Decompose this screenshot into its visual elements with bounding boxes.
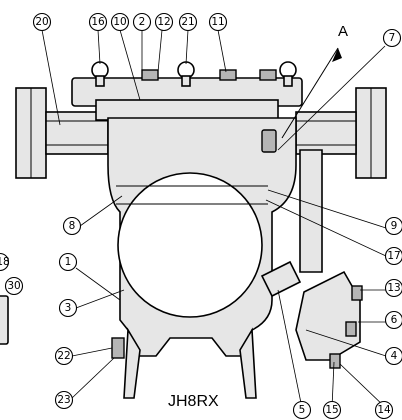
- model-label: JH8RX: [168, 393, 219, 410]
- svg-text:20: 20: [35, 16, 48, 28]
- callout-18: 18: [0, 252, 10, 272]
- direction-arrow: A: [281, 23, 348, 139]
- callout-8: 8: [62, 216, 82, 236]
- svg-text:14: 14: [377, 404, 391, 416]
- callout-4: 4: [384, 346, 402, 366]
- callout-14: 14: [374, 400, 394, 420]
- body: [107, 117, 302, 399]
- eye-bolt: [177, 61, 195, 87]
- arrow-label: A: [338, 23, 348, 40]
- svg-text:4: 4: [391, 350, 398, 362]
- callout-3: 3: [58, 298, 78, 318]
- cover: [71, 61, 303, 121]
- callout-6: 6: [384, 310, 402, 330]
- callout-9: 9: [384, 216, 402, 236]
- svg-text:11: 11: [211, 16, 224, 28]
- svg-text:2: 2: [139, 16, 146, 28]
- float: [117, 172, 263, 318]
- svg-text:6: 6: [391, 314, 398, 326]
- callout-21: 21: [178, 12, 198, 32]
- svg-text:22: 22: [57, 350, 70, 362]
- svg-text:21: 21: [181, 16, 194, 28]
- svg-text:5: 5: [299, 404, 306, 416]
- callout-23: 23: [54, 390, 74, 410]
- svg-text:10: 10: [113, 16, 126, 28]
- callout-7: 7: [382, 28, 402, 48]
- callout-10: 10: [110, 12, 130, 32]
- svg-text:23: 23: [57, 394, 70, 406]
- callout-11: 11: [208, 12, 228, 32]
- lower-cover: [295, 270, 363, 369]
- callout-5: 5: [292, 400, 312, 420]
- callout-2: 2: [132, 12, 152, 32]
- callout-13: 13: [384, 278, 402, 298]
- svg-text:8: 8: [69, 220, 76, 232]
- callout-20: 20: [32, 12, 52, 32]
- svg-text:1: 1: [65, 256, 72, 268]
- leader-lines: [41, 29, 387, 409]
- svg-text:16: 16: [91, 16, 105, 28]
- svg-text:13: 13: [387, 282, 400, 294]
- callout-12: 12: [154, 12, 174, 32]
- svg-text:7: 7: [389, 32, 396, 44]
- callout-15: 15: [322, 400, 342, 420]
- svg-text:17: 17: [387, 250, 400, 262]
- eye-bolt: [279, 61, 297, 87]
- svg-text:15: 15: [325, 404, 338, 416]
- svg-text:30: 30: [7, 280, 20, 292]
- svg-text:18: 18: [0, 256, 10, 268]
- adjacent-fitting: [0, 295, 9, 345]
- svg-text:12: 12: [157, 16, 170, 28]
- callout-17: 17: [384, 246, 402, 266]
- callout-30: 30: [4, 276, 24, 296]
- callout-16: 16: [88, 12, 108, 32]
- outlet-flange: [295, 87, 387, 273]
- callout-1: 1: [58, 252, 78, 272]
- svg-text:3: 3: [65, 302, 72, 314]
- svg-text:9: 9: [391, 220, 398, 232]
- callout-22: 22: [54, 346, 74, 366]
